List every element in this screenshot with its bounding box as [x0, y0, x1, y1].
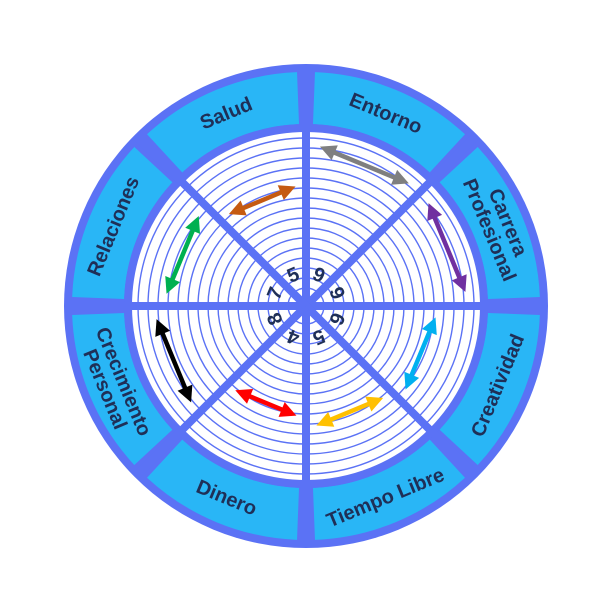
arrow-creatividad [404, 317, 437, 390]
score-arrows [155, 145, 467, 427]
segment-band-creatividad [439, 312, 540, 465]
arrow-entorno [319, 145, 409, 185]
segment-band-dinero [147, 439, 300, 540]
spoke [303, 133, 479, 309]
segment-band-entorno [312, 72, 465, 173]
arrow-relaciones [165, 216, 201, 294]
spoke [133, 303, 309, 479]
spokes [66, 66, 546, 546]
arrow-carrera [427, 203, 467, 293]
segment-band-carrera [439, 147, 540, 300]
segment-band-tiempo [312, 439, 465, 540]
spoke [133, 133, 309, 309]
spoke [303, 303, 479, 479]
arrow-dinero [235, 388, 297, 417]
segment-band-salud [147, 72, 300, 173]
arrow-crecimiento [155, 319, 193, 403]
arrow-salud [228, 185, 296, 216]
segment-band-relaciones [72, 147, 173, 300]
segment-fills [72, 72, 540, 540]
segment-band-crecimiento [72, 312, 173, 465]
arrow-tiempo [316, 396, 384, 427]
